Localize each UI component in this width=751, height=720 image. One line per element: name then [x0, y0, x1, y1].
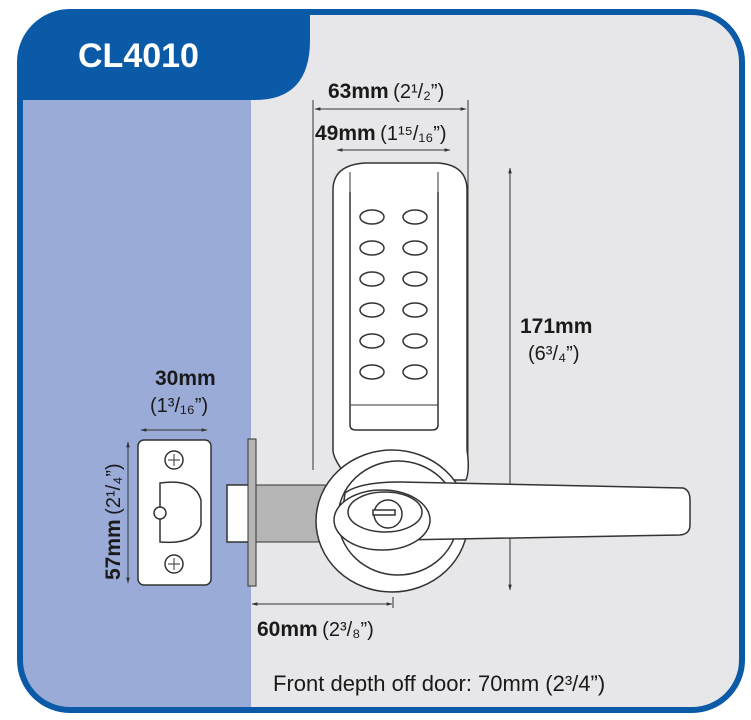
keypad-button — [402, 333, 428, 349]
backset-label: 60mm (2³/₈”) — [257, 618, 374, 641]
keypad-button — [359, 209, 385, 225]
keypad-button — [359, 333, 385, 349]
height-metric: 171mm — [520, 315, 592, 338]
keypad-button — [402, 364, 428, 380]
strike-opening — [159, 481, 202, 544]
key-slot — [372, 509, 396, 516]
keypad-button — [402, 302, 428, 318]
frame-border — [17, 9, 745, 713]
front-depth-note: Front depth off door: 70mm (2³/4”) — [273, 671, 605, 696]
latch-bolt — [226, 484, 251, 543]
keypad-buttons — [359, 209, 428, 380]
height-imperial: (6³/₄”) — [528, 343, 579, 365]
title-tab — [20, 12, 310, 100]
keypad-button — [359, 240, 385, 256]
overall-width-label: 63mm (2¹/₂”) — [328, 80, 444, 103]
keypad-button — [402, 240, 428, 256]
strike-width-metric: 30mm — [155, 367, 216, 390]
strike-width-imperial: (1³/₁₆”) — [150, 395, 208, 417]
keypad-width-label: 49mm (1¹⁵/₁₆”) — [315, 122, 447, 145]
keypad-button — [359, 271, 385, 287]
keypad-button — [359, 364, 385, 380]
keypad-button — [402, 271, 428, 287]
strike-height-label: 57mm (2¹/₄”) — [102, 463, 125, 580]
model-title: CL4010 — [78, 37, 199, 75]
door-panel — [20, 95, 251, 710]
latch-faceplate — [247, 438, 257, 587]
keypad-button — [402, 209, 428, 225]
keypad-button — [359, 302, 385, 318]
